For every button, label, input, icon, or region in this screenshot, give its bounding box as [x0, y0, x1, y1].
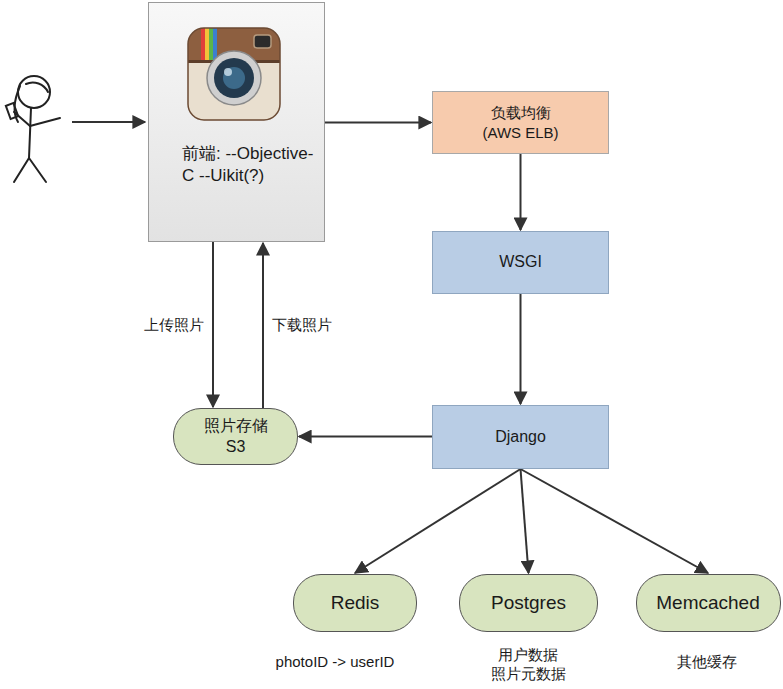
instagram-icon	[188, 28, 280, 120]
user-arrow	[72, 121, 145, 123]
postgres-node: Postgres	[459, 574, 598, 632]
redis-node: Redis	[293, 574, 417, 632]
node-text: 照片存储 S3	[199, 416, 273, 458]
wsgi-box: WSGI	[432, 231, 609, 294]
django-box: Django	[432, 405, 609, 469]
load-balancer-box: 负载均衡 (AWS ELB)	[432, 91, 609, 154]
edge-label: 下载照片	[272, 315, 332, 335]
flow-arrow	[355, 469, 521, 573]
memcached-node: Memcached	[636, 574, 781, 632]
store-note: 用户数据 照片元数据	[478, 645, 578, 684]
node-text: 负载均衡 (AWS ELB)	[471, 103, 571, 142]
flow-arrow	[299, 436, 432, 438]
storage-node: 照片存储 S3	[173, 408, 298, 465]
node-text: Memcached	[656, 591, 760, 616]
flow-arrow	[325, 122, 431, 124]
user-figure	[6, 76, 60, 182]
flow-arrow	[520, 294, 522, 404]
frontend-panel-fill	[148, 2, 325, 242]
node-text: 前端: --Objective-C --Uikit(?)	[182, 143, 314, 187]
store-note: 其他缓存	[657, 652, 757, 672]
flow-arrow	[521, 469, 529, 573]
frontend-box: 前端: --Objective-C --Uikit(?)	[148, 2, 325, 242]
node-text: WSGI	[499, 252, 542, 273]
node-text: Postgres	[491, 591, 566, 616]
flow-arrow	[212, 242, 214, 407]
node-text: Redis	[331, 591, 380, 616]
flow-arrow	[262, 243, 264, 408]
node-text: Django	[495, 427, 546, 448]
flow-arrow	[520, 154, 522, 230]
flow-arrow	[521, 469, 709, 573]
edge-label: 上传照片	[144, 315, 204, 335]
store-note: photoID -> userID	[255, 652, 415, 672]
